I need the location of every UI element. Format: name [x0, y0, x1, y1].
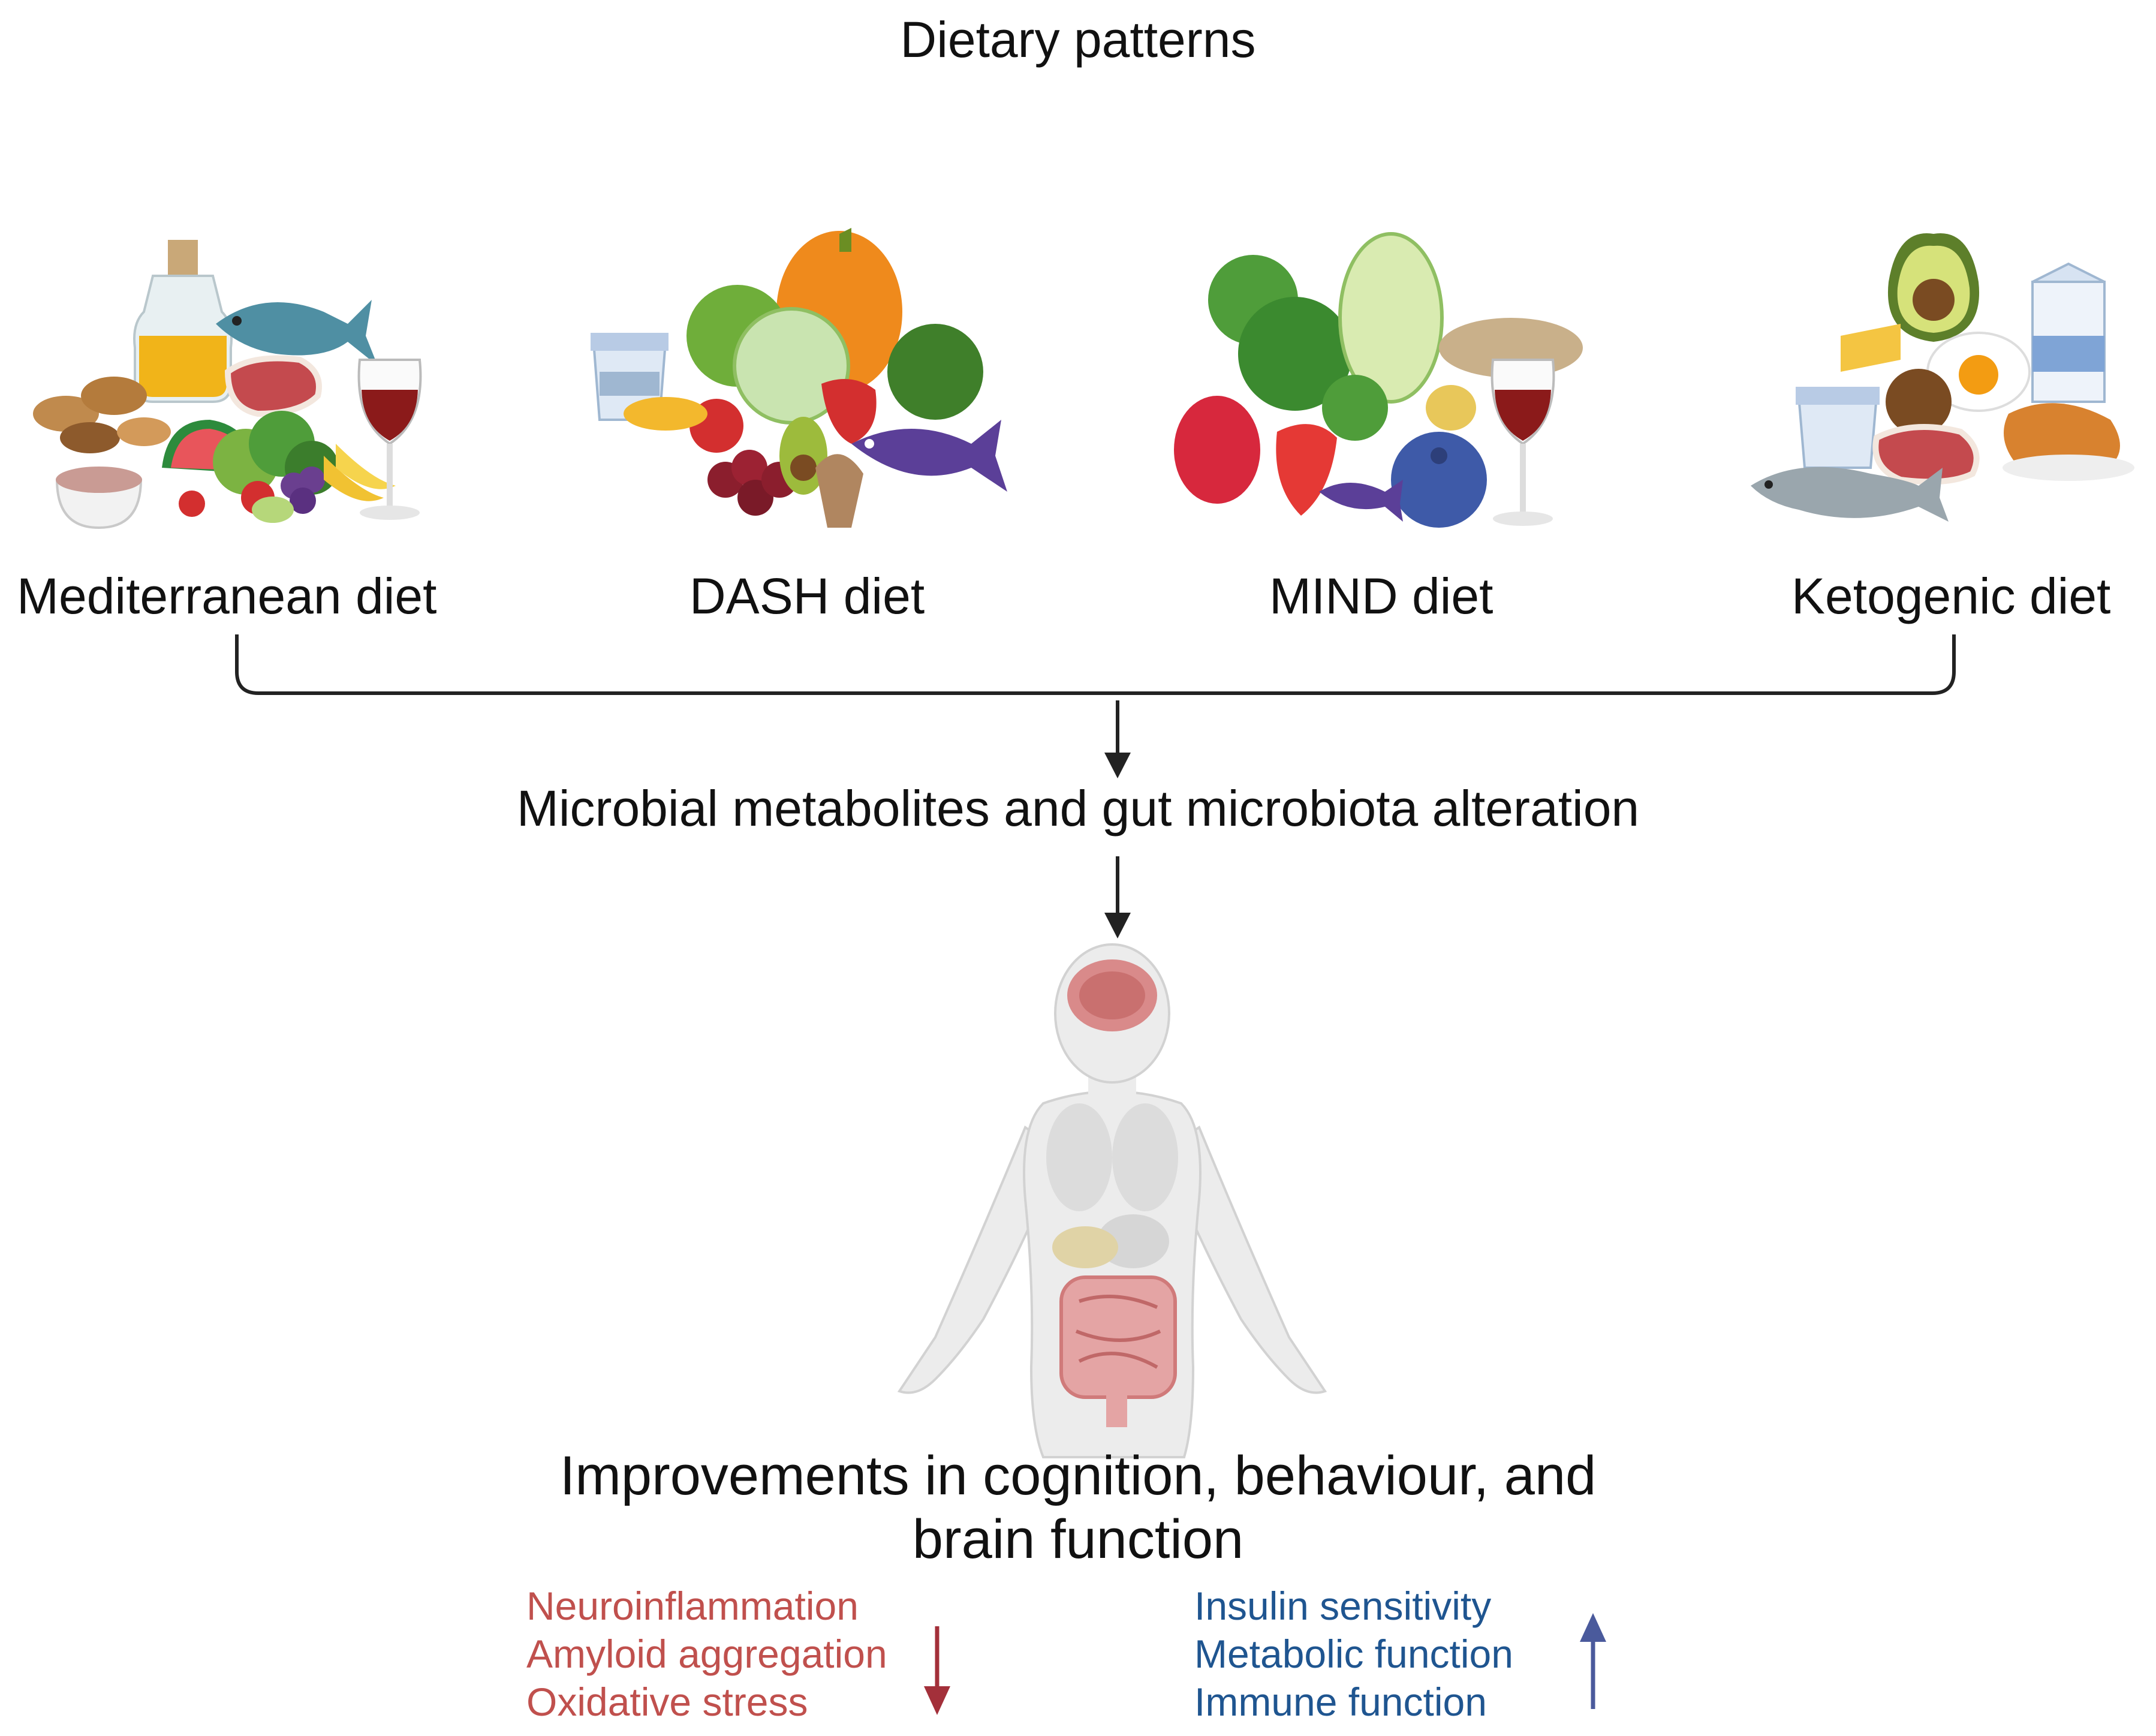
ketogenic-foods-illustration — [1751, 233, 2134, 522]
decreased-item: Amyloid aggregation — [526, 1632, 887, 1676]
diet-label-mind: MIND diet — [1269, 568, 1493, 624]
diagram-title: Dietary patterns — [900, 11, 1256, 68]
outcome-line-1: Improvements in cognition, behaviour, an… — [559, 1445, 1597, 1506]
diet-label-dash: DASH diet — [689, 568, 925, 624]
mediterranean-foods-illustration — [33, 240, 422, 529]
diets-bracket — [235, 634, 1956, 695]
outcome-line-2: brain function — [912, 1509, 1244, 1570]
increased-item: Insulin sensitivity — [1194, 1584, 1492, 1628]
decreased-effects-list: Neuroinflammation Amyloid aggregation Ox… — [526, 1582, 887, 1726]
decreased-item: Neuroinflammation — [526, 1584, 859, 1628]
increased-item: Immune function — [1194, 1680, 1487, 1724]
decreased-item: Oxidative stress — [526, 1680, 808, 1724]
arrowhead-human — [1104, 913, 1131, 938]
dash-foods-illustration — [591, 228, 1007, 528]
up-arrow-icon — [1580, 1613, 1606, 1642]
outcome-label: Improvements in cognition, behaviour, an… — [0, 1444, 2156, 1571]
human-body-illustration — [897, 943, 1327, 1458]
arrowhead-metabolites — [1104, 753, 1131, 778]
diet-label-mediterranean: Mediterranean diet — [17, 568, 437, 624]
mind-foods-illustration — [1174, 232, 1583, 528]
increased-item: Metabolic function — [1194, 1632, 1513, 1676]
diet-label-ketogenic: Ketogenic diet — [1791, 568, 2111, 624]
intermediate-label: Microbial metabolites and gut microbiota… — [516, 780, 1640, 837]
down-arrow-icon — [924, 1686, 950, 1715]
increased-effects-list: Insulin sensitivity Metabolic function I… — [1194, 1582, 1513, 1726]
